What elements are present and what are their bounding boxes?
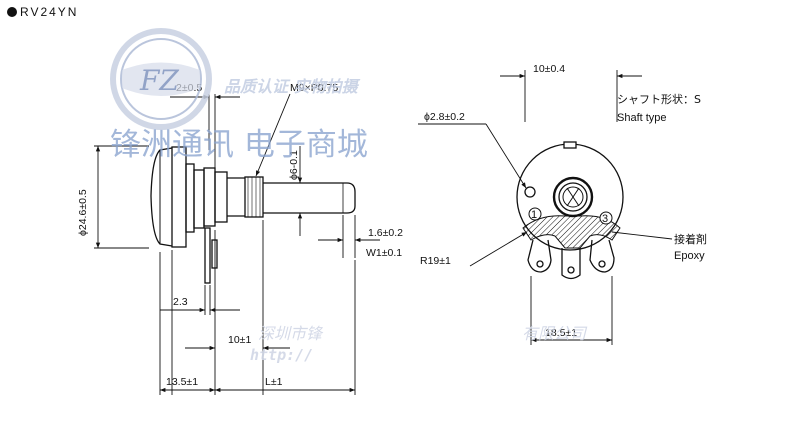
watermark-logo: FZ — [110, 28, 212, 130]
watermark-subtitle: 品质认证 实物拍摄 — [224, 77, 361, 96]
side-body — [150, 147, 173, 247]
dim-2-3: 2.3 — [173, 296, 188, 308]
title-bullet-icon — [7, 7, 17, 17]
epoxy-region — [522, 215, 621, 249]
watermark-logo-text: FZ — [139, 64, 179, 97]
title-group: RV24YN — [7, 5, 78, 19]
dim-10-1: 10±1 — [228, 334, 251, 346]
terminal-1-label: 1 — [531, 209, 537, 221]
terminal-3-label: 3 — [602, 213, 608, 225]
side-terminal — [204, 227, 211, 284]
front-dimensions — [418, 70, 673, 345]
dim-w1: W1±0.1 — [366, 247, 402, 259]
front-terminal-2 — [561, 248, 581, 280]
dim-R19: R19±1 — [420, 255, 451, 267]
dim-1-6: 1.6±0.2 — [368, 227, 403, 239]
side-shaft — [263, 182, 356, 214]
watermark-company: 锋洲通讯 电子商城 — [110, 127, 368, 163]
watermark-bottom-suffix: 有限公司 — [522, 324, 588, 343]
terminal-markers: 1 3 — [528, 207, 613, 225]
shaft-type-en: Shaft type — [617, 112, 667, 124]
front-view — [516, 141, 624, 280]
side-view — [150, 146, 356, 284]
dim-phi-6: ϕ6-0.1 — [288, 150, 300, 180]
epoxy-jp: 接着剤 — [674, 232, 707, 246]
side-bushing — [214, 171, 228, 223]
epoxy-en: Epoxy — [674, 250, 705, 262]
dim-13-5: 13.5±1 — [166, 376, 198, 388]
dim-10-04: 10±0.4 — [533, 63, 565, 75]
front-terminal-1 — [527, 239, 552, 273]
front-locating-hole — [524, 186, 536, 198]
dim-L: L±1 — [265, 376, 283, 388]
dim-phi-2-8: ϕ2.8±0.2 — [424, 111, 465, 123]
dim-18-5: 18.5±1 — [545, 327, 577, 339]
watermark-url: http:// — [250, 346, 313, 364]
dim-phi-24-6: ϕ24.6±0.5 — [77, 189, 89, 236]
shaft-type-jp: シャフト形状：S — [617, 92, 701, 106]
front-terminal-3 — [589, 239, 615, 273]
dim-thread: M9×P0.75 — [290, 82, 338, 94]
page-title: RV24YN — [20, 5, 78, 19]
side-dimensions — [94, 93, 380, 395]
side-thread — [244, 176, 264, 218]
watermark-bottom-company: 深圳市锋 — [258, 324, 324, 343]
